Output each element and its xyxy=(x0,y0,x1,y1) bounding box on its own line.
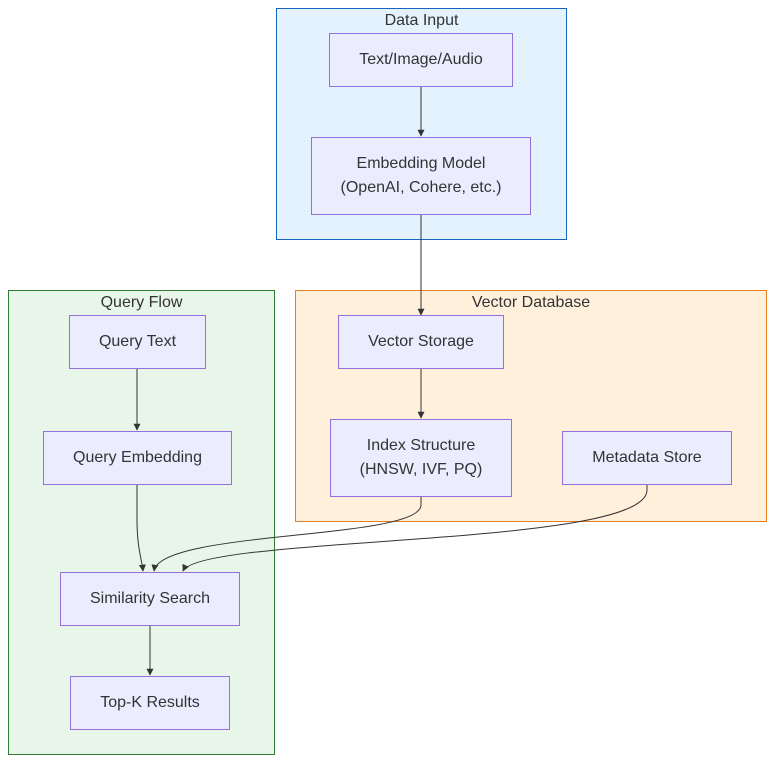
node-metadata-store: Metadata Store xyxy=(562,431,732,485)
node-embedding-model: Embedding Model (OpenAI, Cohere, etc.) xyxy=(311,137,531,215)
cluster-title-vector-database: Vector Database xyxy=(471,294,591,311)
edge-query-embedding-to-similarity xyxy=(136,485,146,572)
node-query-text-label: Query Text xyxy=(98,333,177,350)
node-embedding-model-line2: (OpenAI, Cohere, etc.) xyxy=(340,179,502,196)
node-query-text: Query Text xyxy=(69,315,206,369)
node-index-structure-line1: Index Structure xyxy=(366,437,476,454)
node-text-image-audio: Text/Image/Audio xyxy=(329,33,513,87)
node-vector-storage: Vector Storage xyxy=(338,315,504,369)
node-index-structure: Index Structure (HNSW, IVF, PQ) xyxy=(330,419,512,497)
edge-metadata-to-similarity xyxy=(182,485,648,572)
node-metadata-store-label: Metadata Store xyxy=(592,449,702,466)
node-similarity-search-label: Similarity Search xyxy=(89,590,211,607)
cluster-title-query-flow: Query Flow xyxy=(100,294,183,311)
edge-index-to-similarity xyxy=(151,497,422,572)
node-query-embedding-label: Query Embedding xyxy=(73,449,202,466)
node-top-k-results: Top-K Results xyxy=(70,676,230,730)
node-query-embedding: Query Embedding xyxy=(43,431,232,485)
node-similarity-search: Similarity Search xyxy=(60,572,240,626)
node-embedding-model-line1: Embedding Model xyxy=(356,155,486,172)
node-text-image-audio-label: Text/Image/Audio xyxy=(359,51,483,68)
cluster-title-data-input: Data Input xyxy=(384,12,459,29)
node-vector-storage-label: Vector Storage xyxy=(368,333,474,350)
node-top-k-results-label: Top-K Results xyxy=(100,694,200,711)
node-index-structure-line2: (HNSW, IVF, PQ) xyxy=(359,461,483,478)
